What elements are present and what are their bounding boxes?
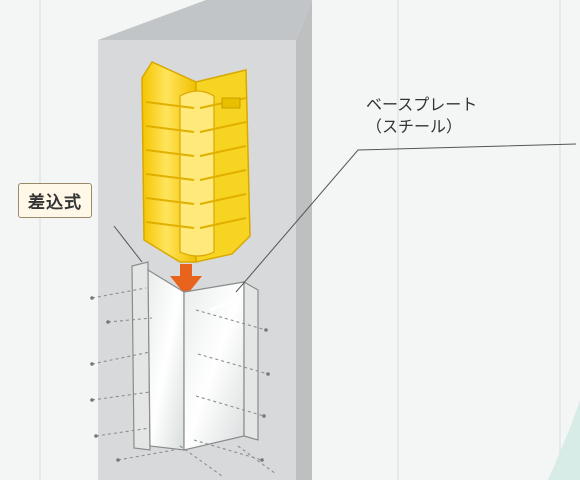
insert-type-leader bbox=[113, 225, 143, 263]
base-plate bbox=[131, 261, 259, 451]
anchor-points bbox=[90, 296, 270, 462]
base-plate-leader bbox=[235, 143, 577, 293]
teal-accent bbox=[548, 400, 580, 480]
base-plate-label: ベースプレート bbox=[366, 95, 478, 114]
base-plate-material: （スチール） bbox=[366, 117, 463, 136]
base-plate-callout: ベースプレート （スチール） bbox=[366, 94, 477, 138]
background-wall bbox=[39, 0, 561, 480]
corner-guard bbox=[141, 61, 251, 263]
insert-type-label: 差込式 bbox=[18, 183, 92, 218]
anchor-lines bbox=[91, 287, 277, 477]
down-arrow-icon bbox=[170, 264, 202, 296]
